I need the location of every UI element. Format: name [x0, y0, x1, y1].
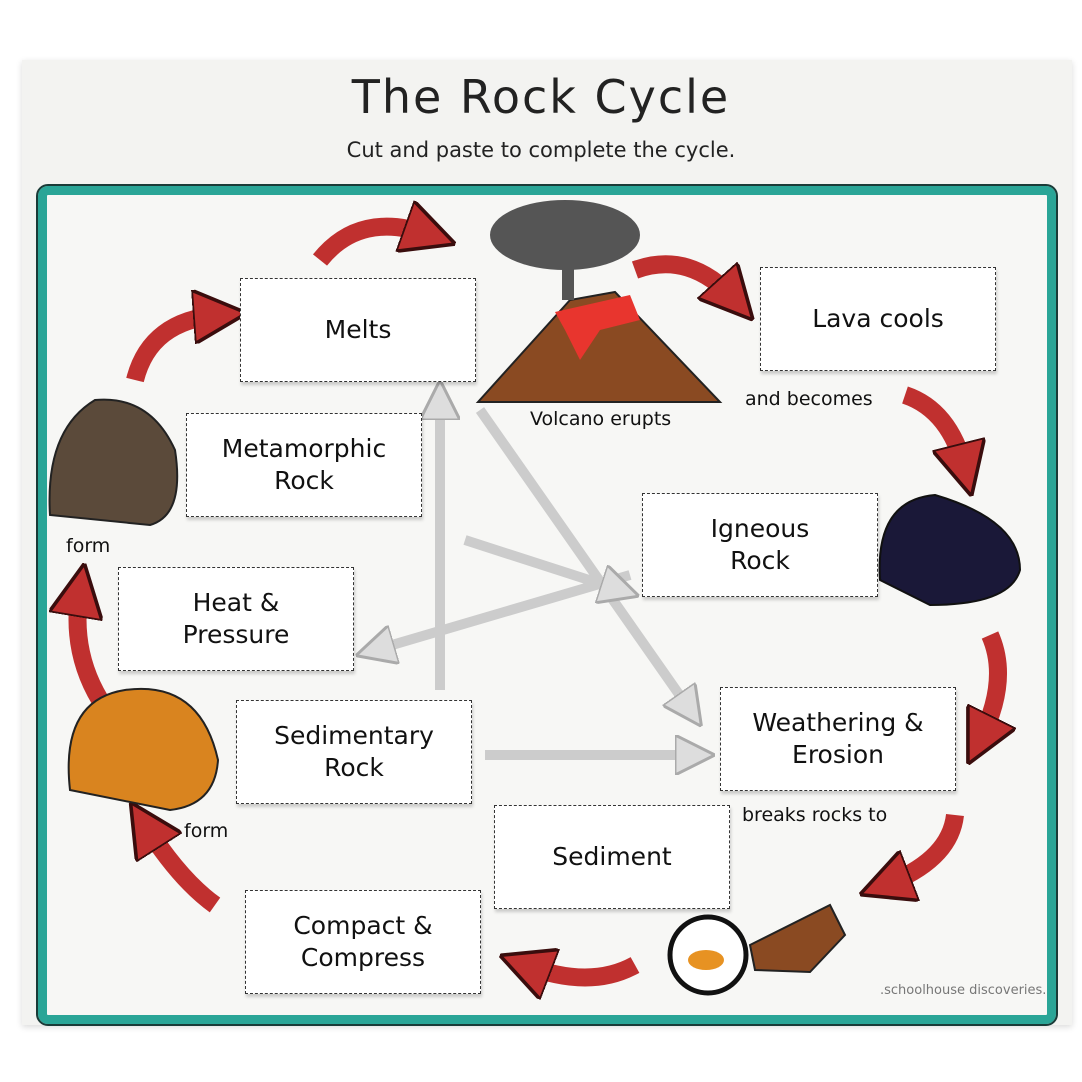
card-melts: Melts	[240, 278, 476, 382]
red-cycle-arrows	[78, 227, 999, 978]
card-lava-cools: Lava cools	[760, 267, 996, 371]
page-title: The Rock Cycle	[351, 70, 731, 124]
sedimentary-rock-illustration	[67, 687, 220, 812]
watermark: .schoolhouse discoveries.	[880, 983, 1047, 998]
card-igneous-rock: Igneous Rock	[642, 493, 878, 597]
label-volcano-erupts: Volcano erupts	[530, 408, 672, 430]
magnifying-glass-illustration	[667, 903, 847, 996]
label-form-1: form	[66, 535, 111, 557]
subtitle: Cut and paste to complete the cycle.	[346, 138, 736, 162]
label-breaks-rocks-to: breaks rocks to	[742, 804, 888, 826]
card-sedimentary-rock: Sedimentary Rock	[236, 700, 472, 804]
label-and-becomes: and becomes	[745, 388, 873, 410]
card-weathering-erosion: Weathering & Erosion	[720, 687, 956, 791]
card-compact-compress: Compact & Compress	[245, 890, 481, 994]
card-metamorphic-rock: Metamorphic Rock	[186, 413, 422, 517]
igneous-rock-illustration	[878, 493, 1022, 607]
metamorphic-rock-illustration	[48, 398, 179, 527]
grey-inner-arrows	[375, 400, 695, 755]
card-heat-pressure: Heat & Pressure	[118, 567, 354, 671]
volcano-illustration	[475, 200, 723, 403]
label-form-2: form	[184, 820, 229, 842]
card-sediment: Sediment	[494, 805, 730, 909]
